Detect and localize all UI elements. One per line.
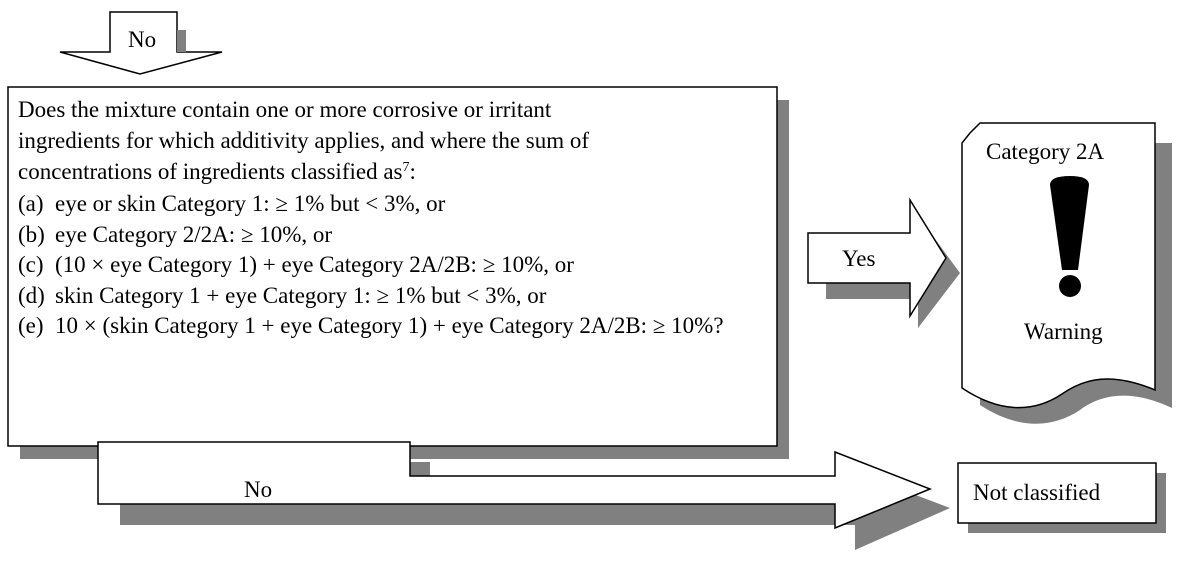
top-no-label: No bbox=[128, 27, 157, 52]
criterion-b: (b) eye Category 2/2A: ≥ 10%, or bbox=[18, 220, 778, 251]
warning-signal-word: Warning bbox=[1024, 319, 1103, 344]
exclamation-icon bbox=[1050, 176, 1089, 297]
question-text: Does the mixture contain one or more cor… bbox=[18, 94, 778, 187]
not-classified-label: Not classified bbox=[973, 480, 1101, 505]
criterion-text: 10 × (skin Category 1 + eye Category 1) … bbox=[55, 313, 724, 338]
criterion-label: (b) bbox=[18, 221, 45, 247]
criteria-list: (a) eye or skin Category 1: ≥ 1% but < 3%… bbox=[18, 189, 778, 340]
question-line: concentrations of ingredients classified… bbox=[18, 156, 778, 187]
criterion-label: (d) bbox=[18, 282, 45, 308]
criterion-text: (10 × eye Category 1) + eye Category 2A/… bbox=[55, 252, 574, 277]
yes-label: Yes bbox=[842, 246, 876, 271]
criterion-a: (a) eye or skin Category 1: ≥ 1% but < 3%… bbox=[18, 189, 778, 220]
question-line: Does the mixture contain one or more cor… bbox=[18, 97, 552, 122]
criterion-label: (a) bbox=[18, 191, 44, 216]
footnote-mark: 7 bbox=[402, 160, 410, 175]
no-arrow-shape bbox=[97, 441, 950, 550]
question-box: Does the mixture contain one or more cor… bbox=[18, 94, 778, 340]
not-classified-box-shape bbox=[957, 462, 1166, 533]
question-tail: : bbox=[409, 159, 416, 184]
criterion-text: eye Category 2/2A: ≥ 10%, or bbox=[55, 221, 333, 247]
criterion-d: (d) skin Category 1 + eye Category 1: ≥ 1… bbox=[18, 281, 778, 312]
yes-arrow-shape bbox=[807, 197, 960, 328]
criterion-text: skin Category 1 + eye Category 1: ≥ 1% b… bbox=[55, 282, 547, 308]
question-line: ingredients for which additivity applies… bbox=[18, 128, 590, 153]
category-2a-box-shape bbox=[961, 122, 1172, 424]
top-no-arrow-shape bbox=[59, 11, 223, 75]
criterion-e: (e) 10 × (skin Category 1 + eye Category … bbox=[18, 311, 778, 340]
question-line-text: concentrations of ingredients classified… bbox=[18, 159, 403, 184]
criterion-text: eye or skin Category 1: ≥ 1% but < 3%, o… bbox=[55, 191, 446, 216]
criterion-label: (e) bbox=[18, 313, 44, 338]
criterion-label: (c) bbox=[18, 252, 44, 277]
criterion-c: (c) (10 × eye Category 1) + eye Category … bbox=[18, 250, 778, 281]
no-label: No bbox=[244, 477, 273, 502]
question-box-shape bbox=[7, 86, 789, 459]
category-2a-label: Category 2A bbox=[986, 139, 1105, 164]
